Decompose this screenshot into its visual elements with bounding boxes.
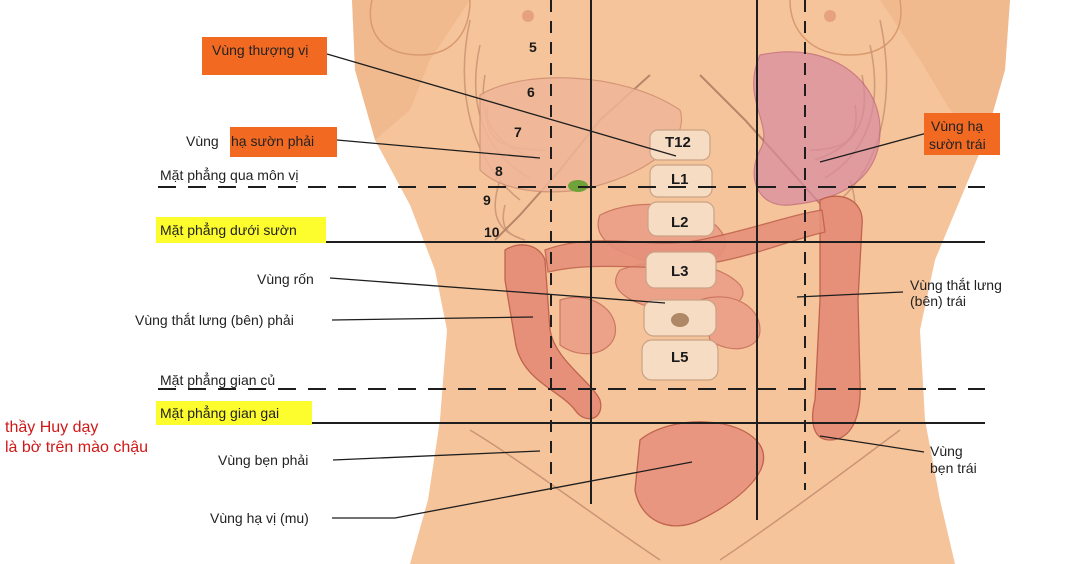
left-inguinal-label-line2: bẹn trái [930, 460, 977, 476]
transpyloric-plane-label: Mặt phẳng qua môn vị [160, 166, 299, 183]
umbilical-region-label: Vùng rốn [257, 271, 314, 287]
spine [641, 129, 719, 381]
teacher-note-line1: thầy Huy dạy [5, 419, 98, 436]
left-nipple [824, 10, 836, 22]
right-hypochondriac-prefix: Vùng [186, 133, 223, 149]
left-shoulder-shadow [880, 0, 1010, 140]
vertebra-L1: L1 [671, 171, 689, 188]
vertebra-T12: T12 [665, 134, 691, 151]
left-hypochondriac-label-line1: Vùng hạ [931, 118, 983, 134]
right-hypochondriac-highlight [230, 127, 337, 157]
rib-number-8: 8 [495, 163, 503, 179]
left-hypochondriac-label-line2: sườn trái [929, 136, 986, 152]
left-lumbar-label-line1: Vùng thắt lưng [910, 277, 1002, 293]
epigastric-highlight [202, 37, 327, 75]
midclavicular-dashed-lines [550, 0, 806, 490]
right-inguinal-label: Vùng bẹn phải [218, 452, 308, 468]
rib-number-6: 6 [527, 84, 535, 100]
rib-number-10: 10 [484, 224, 500, 240]
vertebra-L5: L5 [671, 349, 689, 366]
right-lumbar-label: Vùng thắt lưng (bên) phải [135, 312, 294, 328]
interspinous-plane-label: Mặt phẳng gian gai [160, 404, 279, 421]
epigastric-label: Vùng thượng vị [212, 42, 308, 58]
vertebra-L2: L2 [671, 214, 689, 231]
right-chest-contour [369, 0, 471, 56]
intertubercular-plane-label: Mặt phẳng gian củ [160, 371, 275, 388]
vertical-planes [590, 0, 758, 520]
ascending-colon [504, 244, 602, 420]
pelvic-outline [469, 429, 901, 561]
right-hypochondriac-highlighted-text: hạ sườn phải [231, 133, 314, 149]
left-chest-contour [789, 0, 902, 56]
right-nipple [522, 10, 534, 22]
subcostal-highlight [156, 217, 326, 243]
umbilicus [671, 313, 689, 327]
teacher-note-line2: là bờ trên mào chậu [5, 439, 148, 456]
vertebra-L3: L3 [671, 263, 689, 280]
right-hypochondriac-label: Vùng hạ sườn phải [186, 133, 314, 149]
right-shoulder-shadow [352, 0, 470, 140]
left-inguinal-label-line1: Vùng [930, 443, 963, 459]
rib-number-9: 9 [483, 192, 491, 208]
left-hypochondriac-highlight [924, 113, 1000, 155]
stomach [753, 51, 881, 206]
subcostal-plane-label: Mặt phẳng dưới sườn [160, 221, 297, 238]
rib-number-7: 7 [514, 124, 522, 140]
hypogastric-label: Vùng hạ vị (mu) [210, 510, 309, 526]
leader-lines [326, 53, 928, 519]
left-lumbar-label-line2: (bên) trái [910, 293, 966, 309]
interspinous-highlight [156, 401, 312, 425]
rib-number-5: 5 [529, 39, 537, 55]
